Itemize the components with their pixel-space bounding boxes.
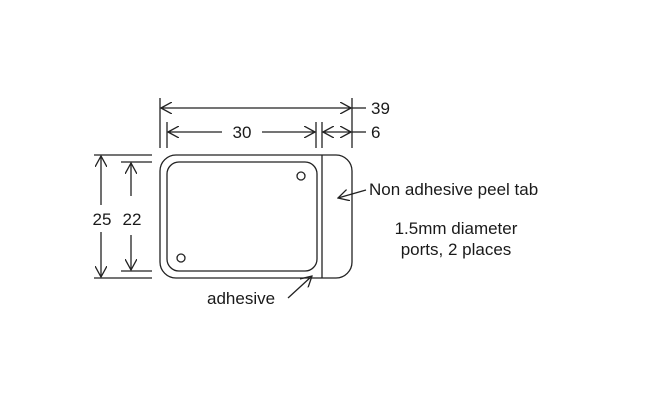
dim-22-label: 22 [123,210,142,229]
left-dimensions: 25 22 [93,154,152,279]
peel-tab-arrow [338,190,367,198]
peel-tab-label: Non adhesive peel tab [369,180,538,199]
dim-6-label: 6 [371,123,380,142]
patch-outline [159,154,353,279]
adhesive-area [166,161,318,272]
dim-25-label: 25 [93,210,112,229]
dim-39-label: 39 [371,99,390,118]
port-hole [176,253,186,263]
ports-label-line2: ports, 2 places [401,240,512,259]
dim-30-label: 30 [233,123,252,142]
adhesive-label: adhesive [207,289,275,308]
ports-label-line1: 1.5mm diameter [395,219,518,238]
top-dimensions: 30 39 6 [159,98,390,148]
port-hole [296,171,306,181]
adhesive-arrow [287,276,312,299]
